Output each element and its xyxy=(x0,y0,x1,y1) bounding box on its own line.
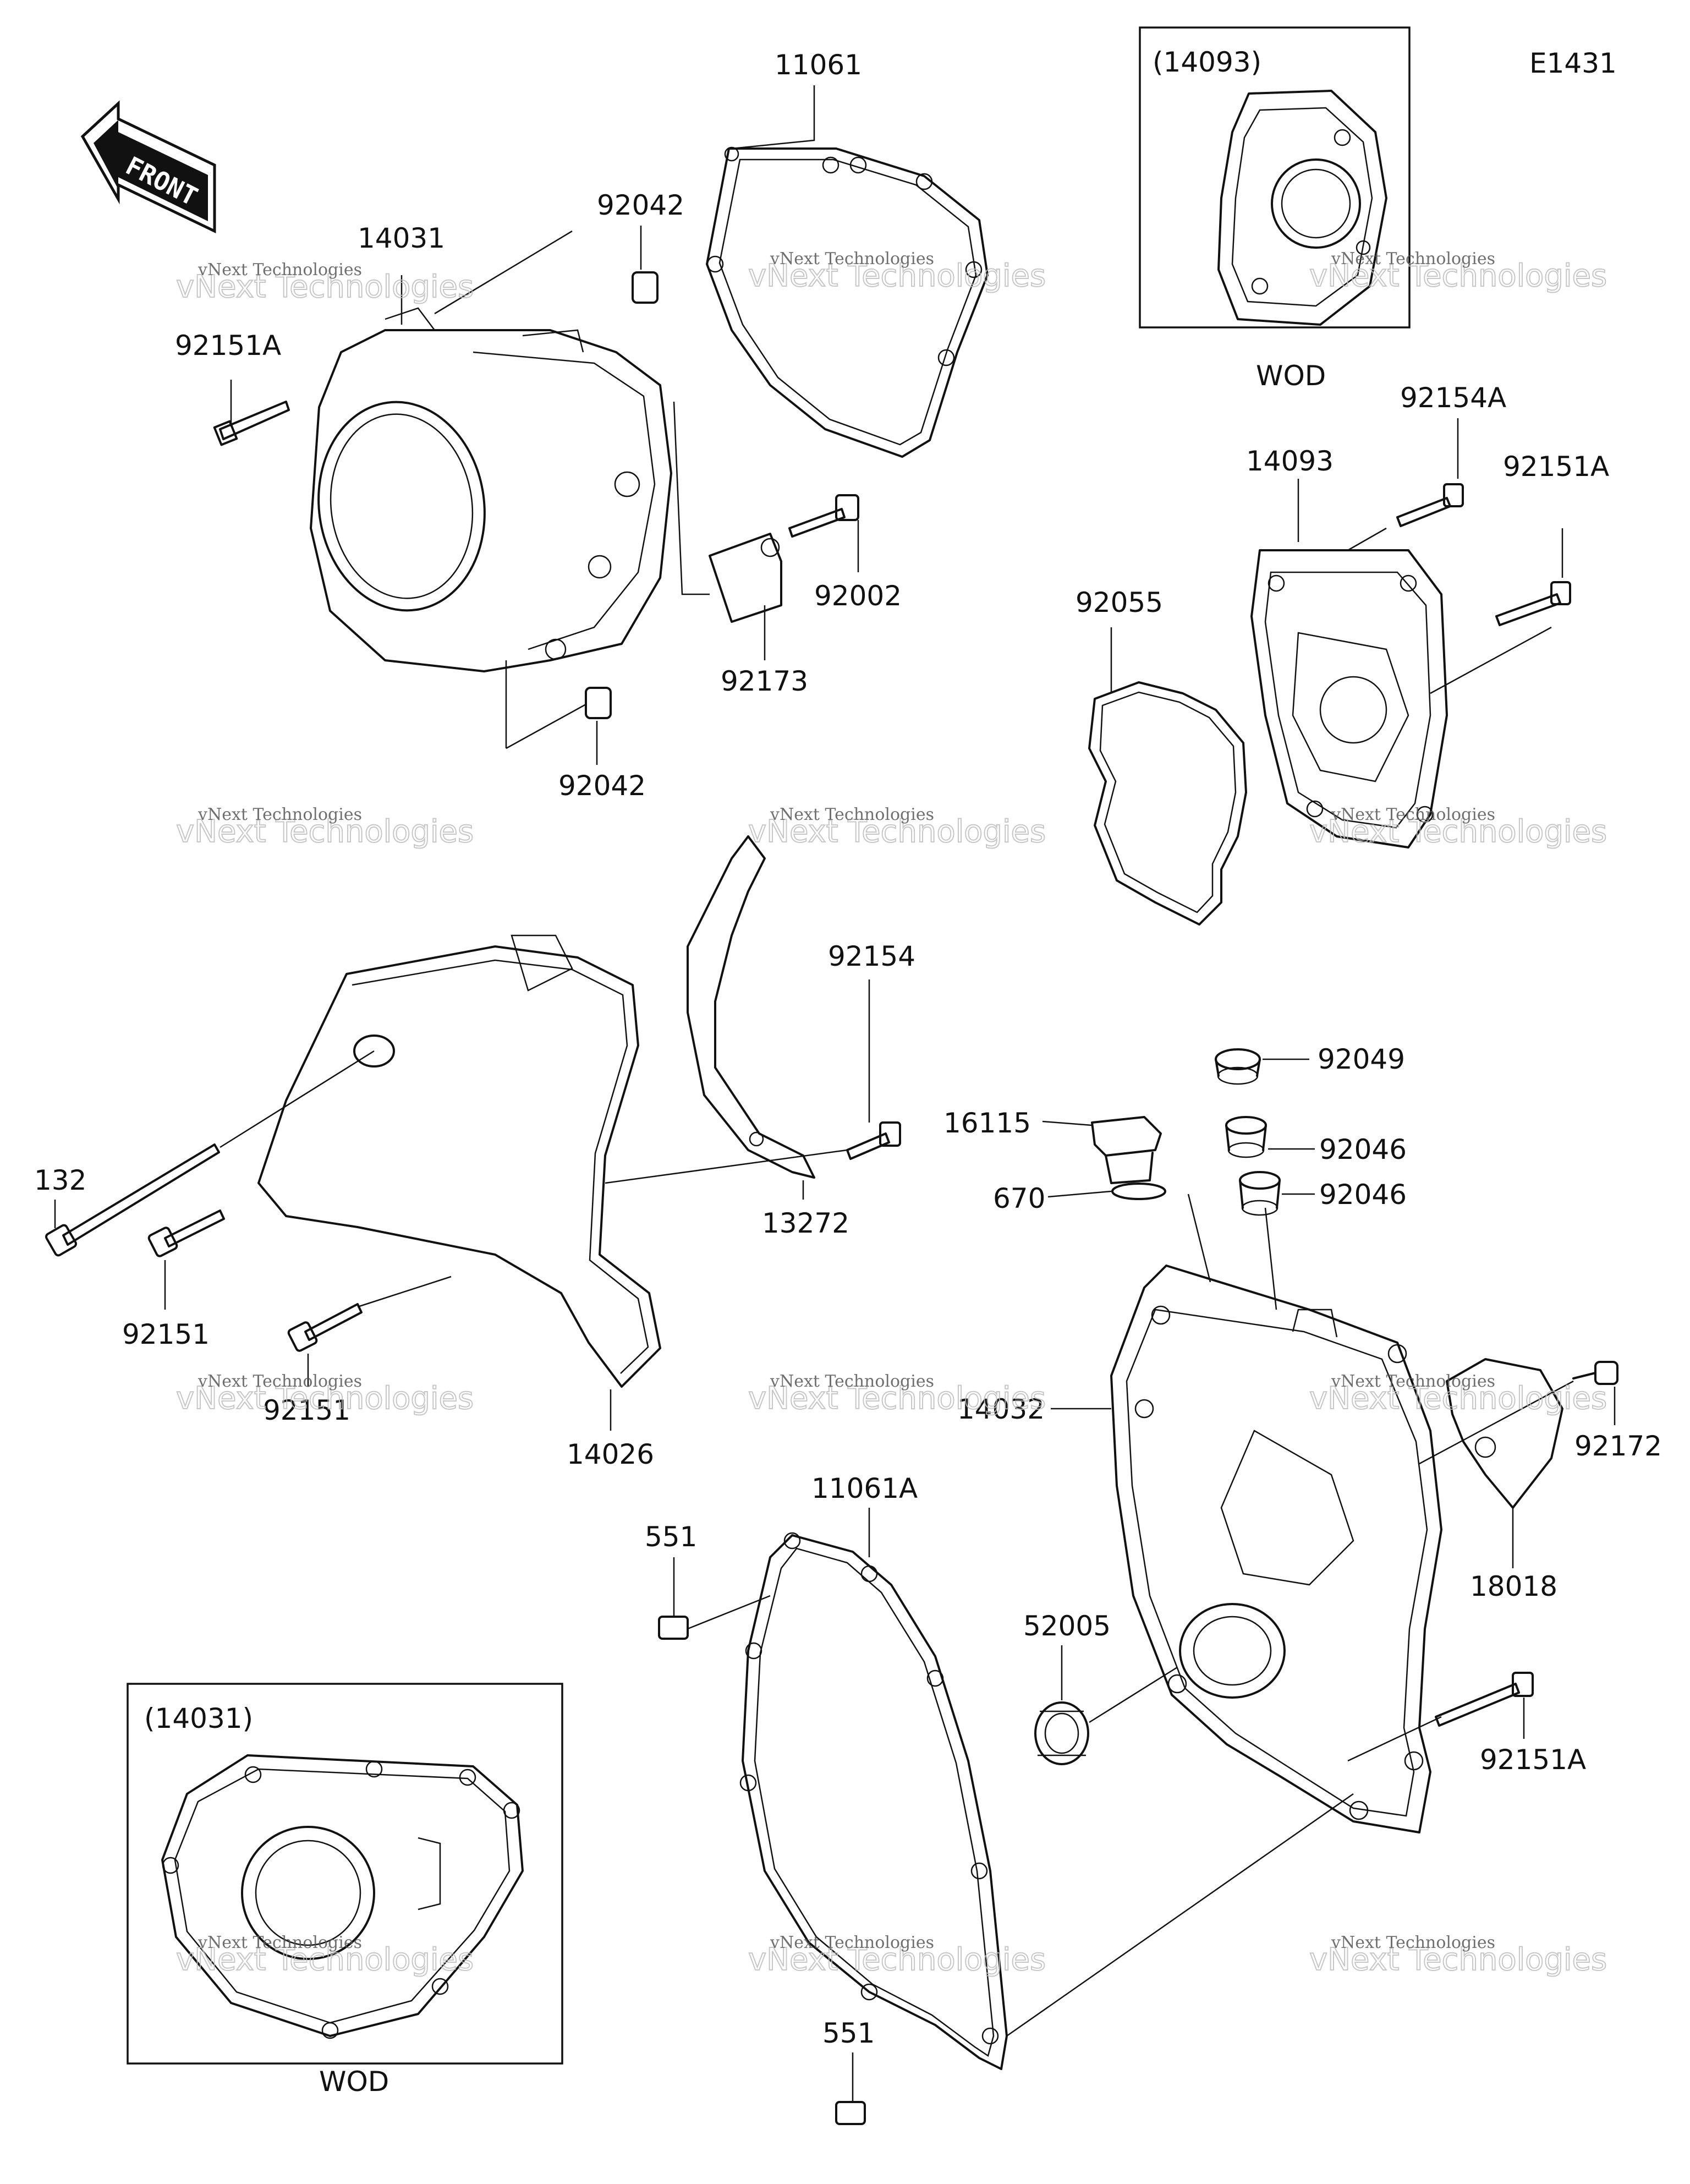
watermark-text: vNext Technologies xyxy=(770,805,934,824)
part-132 xyxy=(45,1143,220,1257)
part-92042-bottom xyxy=(585,687,612,719)
part-92151-a xyxy=(147,1209,225,1257)
part-14093 xyxy=(1250,549,1448,849)
inset-note-14093: WOD xyxy=(1256,360,1326,392)
watermark-text: vNext Technologies xyxy=(1331,1933,1495,1952)
part-92172 xyxy=(1572,1361,1618,1385)
diagram-code: E1431 xyxy=(1529,47,1617,79)
callout-c26: 551 xyxy=(645,1521,697,1553)
watermark-outline: vNext Technologies xyxy=(748,814,1046,850)
callout-c8: 92154A xyxy=(1400,382,1506,414)
watermark-outline: vNext Technologies xyxy=(176,269,474,305)
callout-c18: 92049 xyxy=(1318,1043,1405,1075)
watermark-text: vNext Technologies xyxy=(197,805,362,824)
callout-c21: 670 xyxy=(993,1183,1045,1214)
callout-labels: 11061 92042 14031 92151A 92002 92173 920… xyxy=(34,49,1662,2049)
callout-c15: 92151 xyxy=(122,1318,210,1350)
part-16115 xyxy=(1091,1116,1162,1184)
inset-note-14031: WOD xyxy=(319,2066,389,2098)
watermark-text: vNext Technologies xyxy=(770,1933,934,1952)
callout-c3: 14031 xyxy=(358,222,445,254)
part-92151-b xyxy=(287,1303,363,1352)
part-92154A xyxy=(1396,483,1464,527)
part-14031 xyxy=(310,307,672,672)
callout-c11: 92055 xyxy=(1076,587,1163,618)
watermark-outline: vNext Technologies xyxy=(176,1381,474,1416)
watermark-outline: vNext Technologies xyxy=(748,258,1046,294)
callout-c14: 13272 xyxy=(762,1207,849,1239)
part-13272 xyxy=(687,835,815,1179)
callout-c2: 92042 xyxy=(597,189,684,221)
watermark-outline: vNext Technologies xyxy=(1309,1381,1607,1416)
watermark-outline: vNext Technologies xyxy=(1309,814,1607,850)
callout-c6: 92173 xyxy=(721,665,808,697)
watermark-outline: vNext Technologies xyxy=(1309,1942,1607,1978)
part-14026 xyxy=(257,934,661,1388)
watermark-text: vNext Technologies xyxy=(197,1372,362,1391)
watermark-text: vNext Technologies xyxy=(1331,249,1495,269)
part-551-top xyxy=(658,1616,689,1640)
callout-c23: 14032 xyxy=(957,1393,1045,1425)
callout-c5: 92002 xyxy=(814,580,902,612)
callout-c25: 11061A xyxy=(811,1473,918,1504)
part-92046-b xyxy=(1239,1171,1281,1216)
watermark-text: vNext Technologies xyxy=(1331,805,1495,824)
callout-c27: 18018 xyxy=(1470,1570,1557,1602)
callout-c16: 92151 xyxy=(263,1394,350,1426)
watermark-outline: vNext Technologies xyxy=(748,1381,1046,1416)
callout-c12: 92154 xyxy=(828,940,915,972)
inset-box-14031: (14031) WOD xyxy=(127,1683,563,2098)
callout-c24: 92172 xyxy=(1574,1430,1662,1462)
part-92151A-bottom xyxy=(1435,1672,1534,1727)
part-670 xyxy=(1111,1183,1166,1200)
part-92151A-top xyxy=(213,401,290,446)
part-14032 xyxy=(1110,1265,1442,1833)
watermark-outline: vNext Technologies xyxy=(176,814,474,850)
inset-box-14093: (14093) WOD xyxy=(1139,26,1411,392)
watermark-text: vNext Technologies xyxy=(1331,1372,1495,1391)
watermark-outline: vNext Technologies xyxy=(748,1942,1046,1978)
watermark-text: vNext Technologies xyxy=(770,1372,934,1391)
part-92002 xyxy=(788,494,859,538)
inset-ref-14031: (14031) xyxy=(144,1703,253,1734)
part-92049 xyxy=(1215,1048,1261,1085)
watermark-text: vNext Technologies xyxy=(770,249,934,269)
part-52005 xyxy=(1034,1701,1089,1765)
part-92046-a xyxy=(1225,1116,1267,1158)
part-92042-top xyxy=(632,271,659,304)
part-92154 xyxy=(846,1121,901,1160)
part-11061 xyxy=(706,146,989,458)
callout-c22: 92046 xyxy=(1319,1179,1407,1211)
callout-c30: 551 xyxy=(822,2017,875,2049)
callout-c28: 52005 xyxy=(1023,1610,1111,1642)
callout-c7: 92042 xyxy=(558,770,646,802)
part-551-bottom xyxy=(835,2101,866,2125)
part-92173 xyxy=(709,533,782,623)
callout-c19: 16115 xyxy=(943,1107,1031,1139)
callout-c1: 11061 xyxy=(775,49,862,81)
watermark-text: vNext Technologies xyxy=(197,260,362,280)
part-92151A-right xyxy=(1495,581,1571,626)
watermark-outline: vNext Technologies xyxy=(1309,258,1607,294)
callout-c20: 92046 xyxy=(1319,1134,1407,1165)
watermark-text: vNext Technologies xyxy=(197,1933,362,1952)
part-92055 xyxy=(1088,681,1247,926)
inset-ref-14093: (14093) xyxy=(1153,46,1261,78)
callout-c4: 92151A xyxy=(175,330,281,362)
part-11061A xyxy=(739,1532,1008,2070)
callout-c29: 92151A xyxy=(1480,1744,1586,1776)
leader-lines xyxy=(54,85,1616,2102)
part-18018 xyxy=(1446,1358,1563,1509)
watermark-outline: vNext Technologies xyxy=(176,1942,474,1978)
callout-c17: 14026 xyxy=(567,1438,654,1470)
front-arrow-icon: FRONT xyxy=(80,100,216,233)
callout-c9: 14093 xyxy=(1246,445,1334,477)
callout-c10: 92151A xyxy=(1503,451,1609,483)
callout-c13: 132 xyxy=(34,1164,86,1196)
